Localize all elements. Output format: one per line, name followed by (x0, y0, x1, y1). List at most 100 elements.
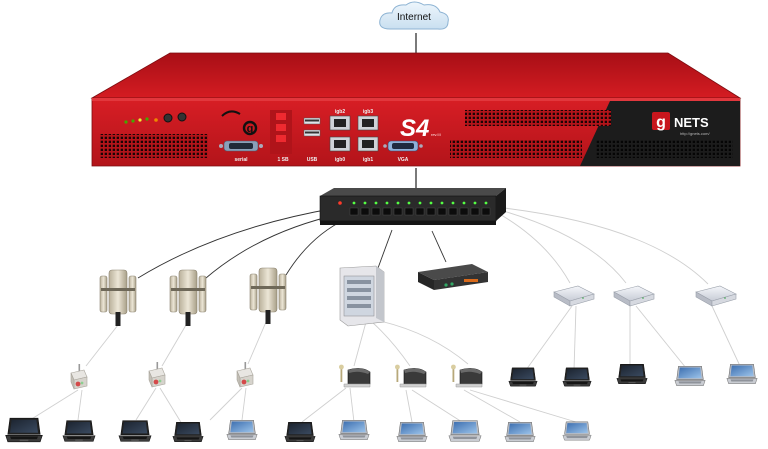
laptop-right-3 (616, 363, 648, 385)
cloud-label: Internet (397, 12, 431, 23)
laptop-bottom-6 (284, 421, 316, 443)
access-point-1 (553, 285, 595, 307)
switch-port[interactable] (393, 207, 403, 216)
usb-label-1: 1 SB (277, 157, 289, 163)
switch-port-led (451, 201, 455, 205)
vga-port[interactable]: VGA (383, 140, 423, 163)
switch-port-led (352, 201, 356, 205)
laptop-bottom-11 (562, 421, 592, 441)
ethernet-ports[interactable]: igb2 igb3 igb0 igb1 (329, 109, 379, 163)
switch-port-led (418, 201, 422, 205)
switch-port[interactable] (404, 207, 414, 216)
switch-port[interactable] (360, 207, 370, 216)
camera-unit-3 (450, 364, 483, 388)
igb2-label: igb2 (335, 109, 345, 115)
switch-port[interactable] (426, 207, 436, 216)
switch-port[interactable] (371, 207, 381, 216)
cable-rack (377, 229, 393, 269)
cable-gateway (431, 230, 447, 263)
model-label: S4 (400, 115, 429, 142)
usb-panel-1[interactable]: 1 SB (270, 110, 292, 163)
laptop-bottom-8 (396, 421, 428, 443)
switch-port-led (363, 201, 367, 205)
cable-antenna-1 (137, 207, 337, 279)
switch-port-led (473, 201, 477, 205)
laptop-bottom-5 (226, 419, 258, 441)
camera-unit-1 (338, 364, 371, 388)
sector-antenna-2 (169, 269, 207, 326)
svg-text:g: g (656, 114, 666, 131)
cable-ap-3 (503, 207, 709, 285)
serial-label: serial (234, 157, 248, 163)
laptop-right-5 (726, 363, 758, 385)
laptop-bottom-7 (338, 419, 370, 441)
cable-cpe-2 (161, 324, 187, 367)
cable-cpe-3 (247, 321, 267, 365)
igb1-label: igb1 (363, 157, 373, 163)
laptop-bottom-3 (118, 420, 152, 442)
switch-port[interactable] (459, 207, 469, 216)
switch-port-led (462, 201, 466, 205)
reset-button[interactable] (177, 112, 187, 122)
vent-left (100, 134, 208, 158)
cpe-radio-1 (70, 364, 88, 390)
switch-port-led (396, 201, 400, 205)
svg-text:g: g (247, 123, 254, 135)
switch-port-led (374, 201, 378, 205)
access-point-3 (695, 285, 737, 307)
laptop-bottom-4 (172, 421, 204, 443)
network-switch (319, 188, 506, 225)
camera-unit-2 (394, 364, 427, 388)
cable-ap-2 (499, 209, 627, 284)
access-point-2 (613, 285, 655, 307)
switch-port-led (429, 201, 433, 205)
firewall-appliance: g serial 1 SB USB igb2 igb3 (90, 52, 742, 167)
switch-port[interactable] (470, 207, 480, 216)
laptop-bottom-1 (5, 417, 43, 443)
internet-cloud: Internet (379, 1, 449, 30)
vent-mid-top (465, 110, 611, 126)
cable-ap-1 (495, 211, 571, 284)
serial-port[interactable]: serial (219, 140, 263, 163)
brand-name: NETS (674, 115, 709, 130)
sector-antenna-3 (249, 267, 287, 324)
laptop-bottom-10 (504, 421, 536, 443)
gateway-box (418, 264, 488, 290)
switch-port[interactable] (349, 207, 359, 216)
cable-cpe-1 (85, 324, 119, 367)
model-suffix: rev.III (431, 132, 441, 137)
cables (29, 33, 741, 425)
switch-ports (349, 201, 491, 216)
switch-port[interactable] (437, 207, 447, 216)
igb0-label: igb0 (335, 157, 345, 163)
usb-label-2: USB (307, 157, 318, 163)
laptop-right-4 (674, 365, 706, 387)
laptop-bottom-9 (448, 420, 482, 442)
switch-port[interactable] (481, 207, 491, 216)
switch-port[interactable] (448, 207, 458, 216)
laptop-bottom-2 (62, 420, 96, 442)
switch-power-led (338, 201, 342, 205)
switch-port[interactable] (382, 207, 392, 216)
status-leds (124, 112, 187, 124)
switch-port-led (407, 201, 411, 205)
brand-swirl-logo: g (221, 110, 258, 136)
sector-antenna-1 (99, 269, 137, 326)
switch-port[interactable] (415, 207, 425, 216)
server-rack (339, 265, 385, 327)
laptop-right-2 (562, 367, 592, 387)
usb-panel-2[interactable]: USB (303, 117, 321, 163)
igb3-label: igb3 (363, 109, 373, 115)
brand-website: http://gnets.com/ (680, 131, 710, 136)
brand-logo: g NETS http://gnets.com/ (652, 112, 710, 136)
laptop-right-1 (508, 367, 538, 387)
cpe-radio-3 (236, 362, 254, 388)
cloud-icon (379, 1, 449, 30)
vent-right (595, 140, 733, 158)
switch-port-led (440, 201, 444, 205)
power-button[interactable] (163, 113, 173, 123)
switch-port-led (484, 201, 488, 205)
vga-label: VGA (398, 157, 409, 163)
chassis-top (90, 52, 742, 99)
